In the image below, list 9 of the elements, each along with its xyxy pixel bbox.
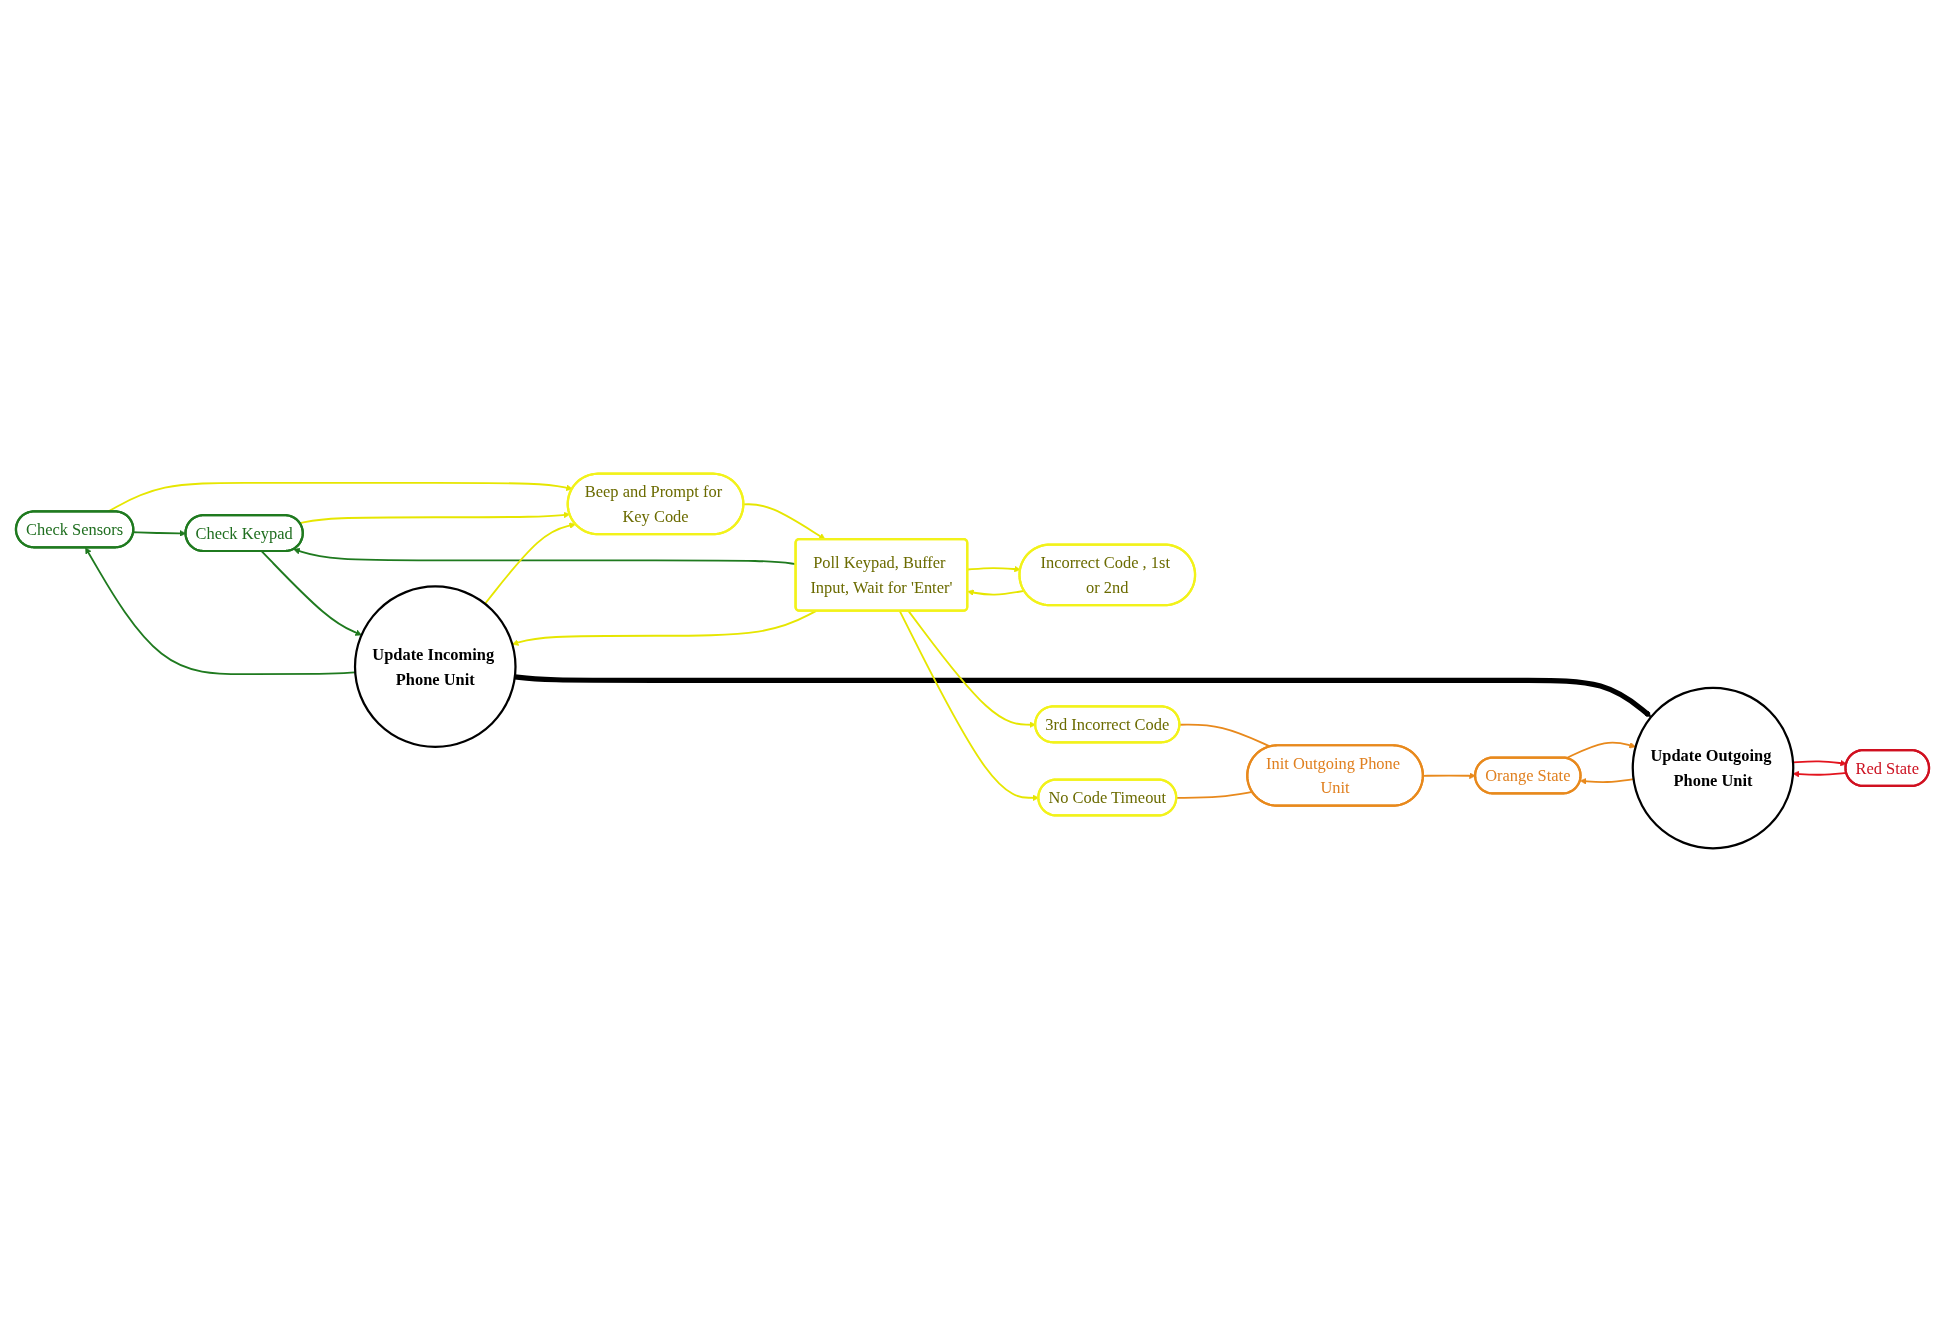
arrow [1792, 759, 1847, 767]
arrow [898, 610, 1039, 802]
arrow [1422, 772, 1476, 780]
node-circle: Update Incoming Phone Unit [353, 585, 517, 749]
node-circle: Update Outgoing Phone Unit [1631, 686, 1795, 850]
arrow [907, 610, 1036, 728]
arrow [512, 610, 817, 646]
arrow [484, 522, 576, 605]
arrow [514, 674, 1652, 718]
